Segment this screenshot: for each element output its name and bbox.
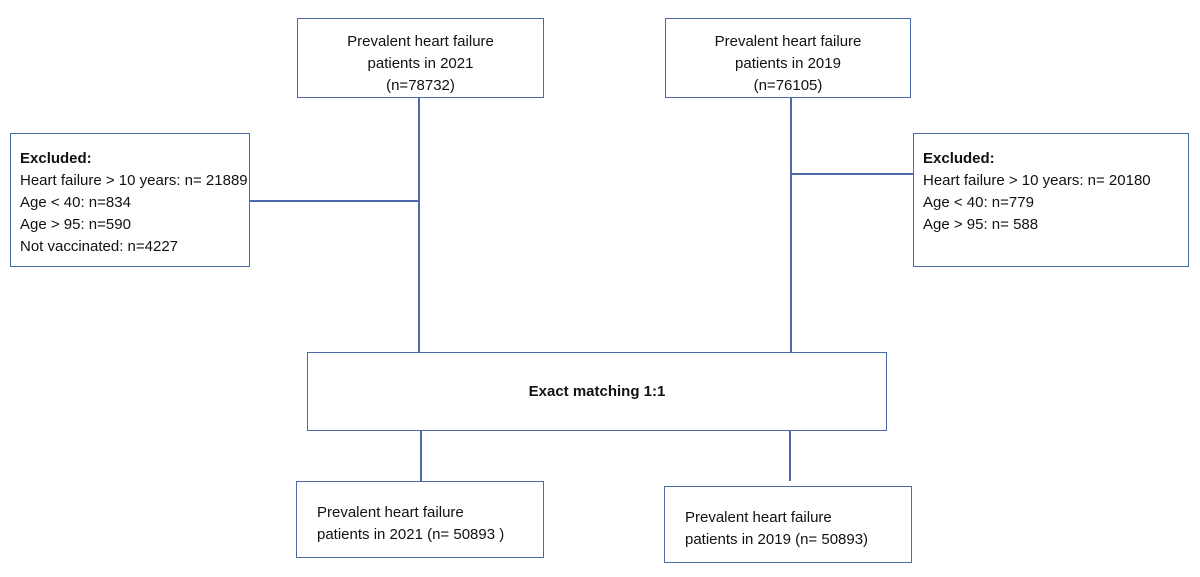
- connector-2019-excluded: [790, 173, 914, 175]
- box-2019-line3: (n=76105): [753, 77, 823, 94]
- excluded-item: Age < 40: n=834: [20, 194, 131, 211]
- box-2021-line2: patients in 2021: [367, 55, 474, 72]
- box-2019-line2: patients in 2019: [735, 55, 841, 72]
- box-2019-line1: Prevalent heart failure: [714, 33, 862, 50]
- connector-match-2019: [789, 430, 791, 481]
- connector-2021-down: [418, 97, 420, 353]
- box-2021-initial: Prevalent heart failure patients in 2021…: [297, 18, 544, 98]
- excluded-item: Age > 95: n=590: [20, 216, 131, 233]
- box-2021-line3: (n=78732): [386, 77, 455, 94]
- box-2019-initial: Prevalent heart failure patients in 2019…: [665, 18, 911, 98]
- excluded-item: Age < 40: n=779: [923, 194, 1034, 211]
- connector-2021-excluded: [249, 200, 419, 202]
- matching-label: Exact matching 1:1: [528, 383, 666, 400]
- box-excluded-2021: Excluded: Heart failure > 10 years: n= 2…: [10, 133, 250, 267]
- box-exact-matching: Exact matching 1:1: [307, 352, 887, 431]
- box-2021-matched-line1: Prevalent heart failure: [317, 504, 464, 521]
- box-2021-matched-line2: patients in 2021 (n= 50893 ): [317, 526, 505, 543]
- excluded-title: Excluded:: [20, 150, 92, 167]
- excluded-item: Not vaccinated: n=4227: [20, 238, 179, 255]
- connector-2019-down: [790, 97, 792, 353]
- excluded-title: Excluded:: [923, 150, 995, 167]
- excluded-item: Heart failure > 10 years: n= 21889: [20, 172, 248, 189]
- excluded-item: Age > 95: n= 588: [923, 216, 1039, 233]
- box-2021-line1: Prevalent heart failure: [347, 33, 494, 50]
- box-2021-matched: Prevalent heart failure patients in 2021…: [296, 481, 544, 558]
- connector-match-2021: [420, 430, 422, 481]
- box-2019-matched: Prevalent heart failure patients in 2019…: [664, 486, 912, 563]
- box-2019-matched-line2: patients in 2019 (n= 50893): [685, 531, 869, 548]
- box-excluded-2019: Excluded: Heart failure > 10 years: n= 2…: [913, 133, 1189, 267]
- excluded-item: Heart failure > 10 years: n= 20180: [923, 172, 1151, 189]
- box-2019-matched-line1: Prevalent heart failure: [685, 509, 832, 526]
